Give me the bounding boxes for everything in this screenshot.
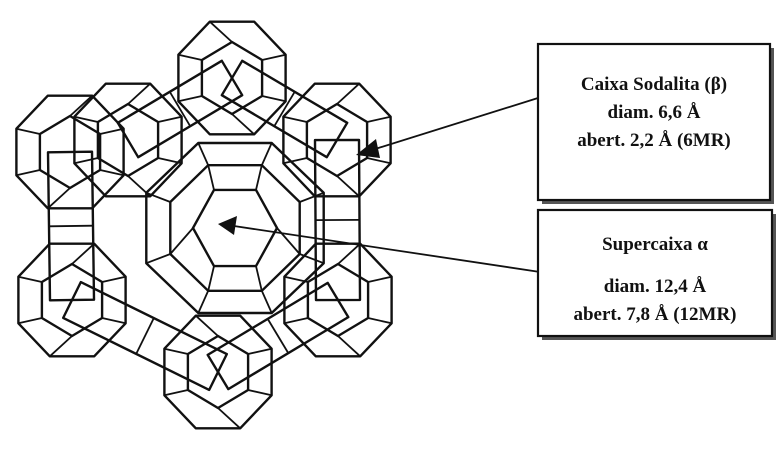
prism-bottomright-bottom — [206, 281, 350, 391]
cage-top-edge — [261, 95, 286, 103]
sodalite-aperture: abert. 2,2 Å (6MR) — [577, 130, 731, 151]
supercage-edge — [299, 191, 325, 203]
prism-right — [313, 138, 362, 302]
cage-bottom-left-edge — [18, 275, 43, 283]
cage-top-edge — [231, 113, 255, 135]
prism-top-topleft — [116, 59, 244, 159]
cage-bottom-edge — [247, 347, 272, 355]
cage-left-edge — [47, 187, 71, 209]
cage-top-right-edge — [283, 115, 308, 123]
sodalite-title: Caixa Sodalita (β) — [581, 74, 727, 95]
cage-bottom-right-edge — [284, 317, 309, 325]
cage-bottom-left-edge — [71, 243, 95, 265]
supercage-diameter: diam. 12,4 Å — [604, 276, 707, 297]
cage-top-edge — [178, 95, 203, 103]
cage-top-right-edge — [283, 157, 308, 165]
supercage-edge — [197, 142, 210, 166]
supercage-arrow — [218, 216, 541, 273]
supercage-edge — [145, 253, 171, 265]
prism-top-topright — [220, 59, 349, 159]
prism-bottomleft-bottom — [62, 280, 229, 392]
cage-top-right-edge — [366, 157, 391, 165]
supercage-window-edge — [207, 164, 215, 191]
prism-top-topleft-mid — [169, 91, 191, 127]
cage-bottom-edge — [164, 347, 189, 355]
cage-top-left-edge — [74, 157, 99, 165]
cage-left-edge — [99, 169, 124, 177]
prism-top-topright-mid — [273, 91, 296, 127]
supercage-window-edge — [207, 265, 215, 292]
prism-bottomright-bottom-mid — [266, 318, 290, 354]
cage-left-edge — [69, 95, 93, 117]
cage-bottom-right-edge — [367, 275, 392, 283]
cage-top-left-edge — [157, 115, 182, 123]
supercage-aperture: abert. 7,8 Å (12MR) — [573, 304, 736, 325]
cage-bottom-edge — [195, 315, 219, 337]
cage-bottom-left-edge — [101, 317, 126, 325]
cage-left-edge — [16, 127, 41, 135]
cage-top-edge — [261, 53, 286, 61]
sodalite-diameter: diam. 6,6 Å — [608, 102, 701, 123]
supercage-window-edge — [255, 164, 263, 191]
cage-top-edge — [178, 53, 203, 61]
supercage-edge — [145, 191, 171, 203]
cage-bottom-left-edge — [101, 275, 126, 283]
cage-top-right-edge — [366, 115, 391, 123]
cage-bottom-edge — [164, 389, 189, 397]
cage-left-edge — [99, 127, 124, 135]
cage-left-edge — [16, 169, 41, 177]
cage-top-left-edge — [127, 83, 151, 105]
cage-bottom-left-edge — [49, 335, 73, 357]
supercage-edge — [260, 142, 273, 166]
supercage-callout: Supercaixa α diam. 12,4 Å abert. 7,8 Å (… — [536, 208, 776, 340]
supercage-window-edge — [255, 265, 263, 292]
cage-top-edge — [209, 21, 233, 43]
sodalite-arrow — [356, 97, 539, 158]
cage-bottom-left-edge — [18, 317, 43, 325]
supercage-edge — [299, 253, 325, 265]
cage-top-left-edge — [74, 115, 99, 123]
sodalite-cage-callout: Caixa Sodalita (β) diam. 6,6 Å abert. 2,… — [536, 42, 774, 204]
supercage-window-edge — [276, 227, 301, 255]
cage-top-right-edge — [336, 175, 360, 197]
cage-bottom-edge — [217, 407, 241, 429]
supercage-edge — [260, 290, 273, 314]
supercage-window-edge — [169, 227, 194, 255]
prism-left — [46, 150, 96, 302]
cage-bottom-right-edge — [367, 317, 392, 325]
supercage-edge — [197, 290, 210, 314]
faujasite-framework — [15, 20, 393, 430]
supercage-title: Supercaixa α — [602, 234, 708, 255]
cage-top-right-edge — [336, 83, 360, 105]
cage-bottom-right-edge — [337, 243, 361, 265]
cage-bottom-right-edge — [337, 335, 361, 357]
cage-bottom-edge — [247, 389, 272, 397]
prism-left-mid — [48, 224, 94, 228]
prism-bottomleft-bottom-mid — [135, 317, 155, 355]
